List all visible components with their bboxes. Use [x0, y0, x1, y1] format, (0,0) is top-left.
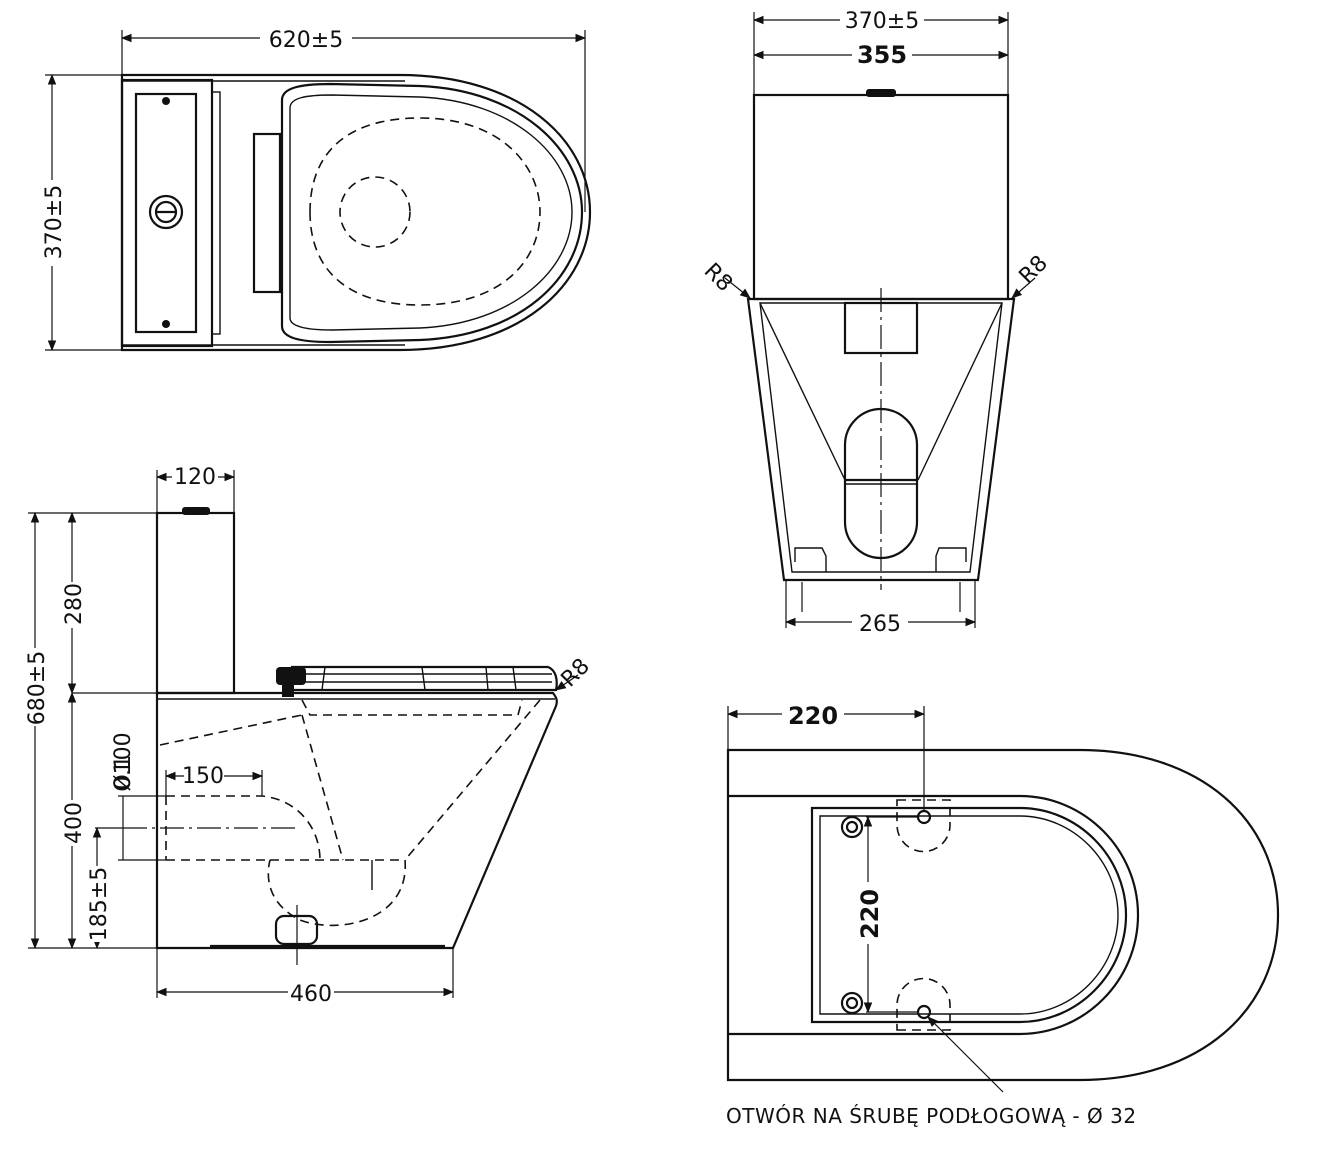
front-view-bowl: [746, 297, 1016, 582]
fixing-hole-icon: [840, 991, 864, 1015]
top-view-seat: [280, 82, 584, 344]
top-length-dimension: 620±5: [269, 28, 343, 53]
top-width-dimension: 370±5: [42, 185, 67, 259]
side-outlet-diameter-dimension: Ø100: [111, 732, 136, 791]
flush-button-icon: [148, 194, 184, 230]
bottom-bolt-offset-dimension: 220: [788, 702, 838, 730]
bottom-view-outline: [726, 748, 1280, 1082]
bottom-bolt-spacing-dimension: 220: [856, 889, 884, 939]
front-tank-inner-dimension: 355: [857, 41, 907, 69]
side-base-length-dimension: 460: [290, 982, 332, 1007]
side-tank-depth-dimension: 120: [174, 465, 216, 490]
side-total-height-dimension: 680±5: [25, 651, 50, 725]
side-outlet-length-dimension: 150: [182, 764, 224, 789]
fixing-hole-icon: [840, 815, 864, 839]
front-radius-left-label: R8: [699, 259, 737, 297]
front-radius-right-label: R8: [1015, 251, 1053, 289]
side-outlet-offset-dimension: 0.1: [111, 755, 136, 790]
front-view: 370±5 355 R8 R8 265: [699, 8, 1053, 637]
bottom-view: 220 220 OTWÓR NA ŚRUBĘ PODŁOGOWĄ - Ø 32: [726, 700, 1280, 1128]
side-radius-label: R8: [557, 654, 595, 692]
front-base-width-dimension: 265: [859, 612, 901, 637]
side-bowl-height-dimension: 400: [62, 802, 87, 844]
top-view-outline: [120, 73, 592, 352]
side-view-body: [155, 691, 558, 950]
side-view: 120 680±5 280 400 185±5 Ø100 0.1 150 460: [22, 465, 595, 1007]
top-view: 620±5 370±5: [38, 26, 592, 352]
floor-bolt-hole-note: OTWÓR NA ŚRUBĘ PODŁOGOWĄ - Ø 32: [726, 1104, 1137, 1128]
side-tank-height-dimension: 280: [62, 583, 87, 625]
side-outlet-height-dimension: 185±5: [87, 867, 112, 941]
front-view-tank: [752, 93, 1010, 301]
side-view-tank: [155, 511, 236, 695]
bottom-view-base: [810, 806, 1128, 1024]
front-tank-outer-dimension: 370±5: [845, 9, 919, 34]
